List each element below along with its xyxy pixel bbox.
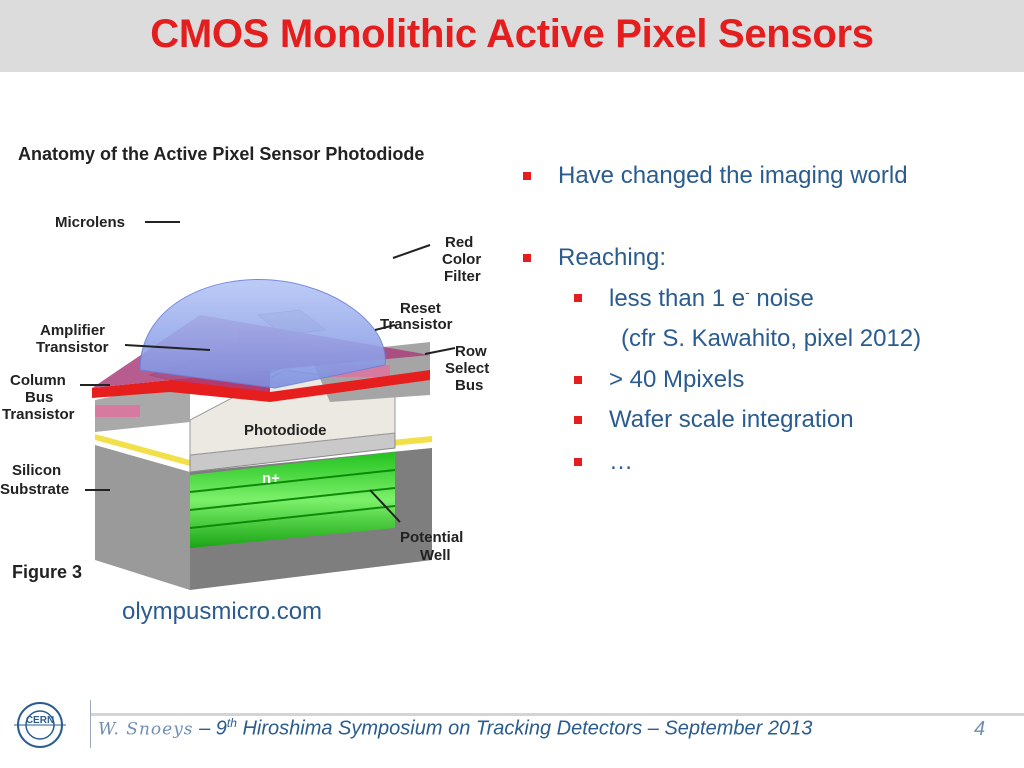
column-bus-label: Transistor	[2, 406, 75, 423]
cern-logo-text: CERN	[26, 715, 54, 726]
bullet-marker	[574, 416, 582, 424]
footer-text: W. Snoeys – 9th Hiroshima Symposium on T…	[98, 716, 812, 741]
silicon-substrate-front	[95, 445, 190, 590]
red-filter-label: Filter	[444, 268, 481, 285]
microlens-label: Microlens	[55, 214, 125, 231]
well-stripe	[189, 505, 396, 529]
page-number: 4	[974, 718, 986, 740]
noise-text: less than 1 e	[609, 285, 746, 312]
footer-superscript: th	[226, 716, 237, 730]
electron-superscript: -	[745, 284, 750, 300]
reset-label: Transistor	[380, 316, 453, 333]
cern-logo: CERN	[14, 702, 66, 748]
red-filter-label: Color	[442, 251, 481, 268]
well-stripe	[189, 487, 396, 511]
footer-event: Hiroshima Symposium on Tracking Detector…	[236, 717, 813, 740]
nplus-label: n+	[262, 470, 280, 487]
bullet-marker	[523, 172, 531, 180]
bullet-item: less than 1 e- noise	[609, 284, 814, 313]
slide-title: CMOS Monolithic Active Pixel Sensors	[150, 12, 874, 56]
column-bus-label: Column	[10, 372, 66, 389]
bullet-item: …	[609, 448, 633, 475]
bullet-item: > 40 Mpixels	[609, 366, 745, 393]
footer-author: W. Snoeys	[98, 719, 194, 740]
bullet-item: Reaching:	[558, 244, 667, 271]
bullet-marker	[523, 254, 531, 262]
bullet-marker	[574, 376, 582, 384]
photodiode-label: Photodiode	[244, 422, 327, 439]
bullet-marker	[574, 294, 582, 302]
reset-label: Reset	[400, 300, 441, 317]
potential-well-label: Well	[420, 547, 451, 564]
noise-text-suffix: noise	[749, 285, 814, 312]
potential-well-label: Potential	[400, 529, 463, 546]
yellow-layer	[95, 434, 432, 466]
red-filter-label: Red	[445, 234, 473, 251]
bullet-item: Wafer scale integration	[609, 406, 854, 433]
row-select-label: Select	[445, 360, 489, 377]
silicon-substrate-label: Substrate	[0, 481, 69, 498]
leader-lines	[80, 221, 456, 523]
silicon-substrate-label: Silicon	[12, 462, 61, 479]
footer-vertical-divider	[90, 700, 91, 748]
bullet-marker	[574, 458, 582, 466]
figure-title: Anatomy of the Active Pixel Sensor Photo…	[18, 144, 424, 164]
figure-caption: Figure 3	[12, 562, 82, 582]
column-bus-label: Bus	[25, 389, 53, 406]
transistor-block-left	[95, 380, 190, 432]
amplifier-label: Amplifier	[40, 322, 105, 339]
amplifier-label: Transistor	[36, 339, 109, 356]
pink-gate	[95, 405, 140, 417]
bullet-item-note: (cfr S. Kawahito, pixel 2012)	[621, 325, 922, 352]
microlens	[139, 278, 386, 389]
bullet-item: Have changed the imaging world	[558, 162, 908, 189]
aps-photodiode-figure: Anatomy of the Active Pixel Sensor Photo…	[0, 144, 489, 590]
footer-divider	[90, 713, 1024, 716]
image-source: olympusmicro.com	[122, 598, 323, 625]
row-select-label: Bus	[455, 377, 483, 394]
title-bar	[0, 0, 1024, 72]
well-stripe	[189, 469, 396, 493]
footer-sep: – 9	[193, 717, 227, 740]
row-select-label: Row	[455, 343, 487, 360]
